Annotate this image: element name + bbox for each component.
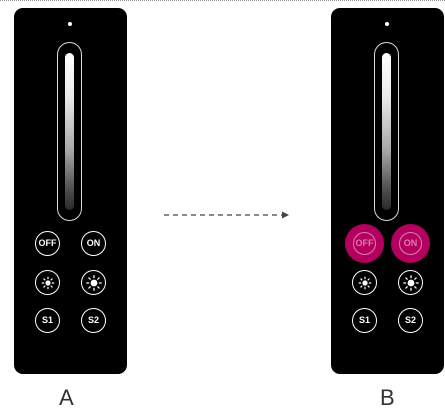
on-button[interactable]: ON [81,231,106,256]
brightness-low-icon [358,276,371,289]
slider-gradient-track [65,53,74,210]
off-button[interactable]: OFF [35,231,60,256]
remote-a: OFF ON S1 S2 [14,8,127,374]
scene-2-label: S2 [87,315,99,325]
on-button-ring: ON [399,232,422,255]
top-dotted-border [0,0,445,1]
indicator-led [385,22,389,26]
dim-up-button[interactable] [81,270,106,295]
brightness-high-icon [85,274,102,291]
brightness-slider[interactable] [57,42,82,221]
scene-1-label: S1 [41,315,53,325]
scene-2-button[interactable]: S2 [81,308,106,333]
scene-1-button[interactable]: S1 [352,308,377,333]
slider-gradient-track [382,53,391,210]
scene-1-label: S1 [358,315,370,325]
dim-down-button[interactable] [352,270,377,295]
indicator-led [68,22,72,26]
brightness-high-icon [402,274,419,291]
off-button-label: OFF [355,238,374,248]
on-button-highlighted[interactable]: ON [391,224,430,263]
scene-1-button[interactable]: S1 [35,308,60,333]
brightness-slider[interactable] [374,42,399,221]
caption-a: A [59,385,74,410]
off-button-label: OFF [38,238,57,248]
off-button-ring: OFF [353,232,376,255]
scene-2-label: S2 [404,315,416,325]
scene-2-button[interactable]: S2 [398,308,423,333]
on-button-label: ON [86,238,101,248]
on-button-label: ON [403,238,418,248]
remote-b: OFF ON S1 [331,8,444,374]
caption-b: B [380,385,395,410]
off-button-highlighted[interactable]: OFF [345,224,384,263]
dim-up-button[interactable] [398,270,423,295]
dim-down-button[interactable] [35,270,60,295]
dashed-arrow-right-icon [164,211,289,219]
brightness-low-icon [41,276,54,289]
